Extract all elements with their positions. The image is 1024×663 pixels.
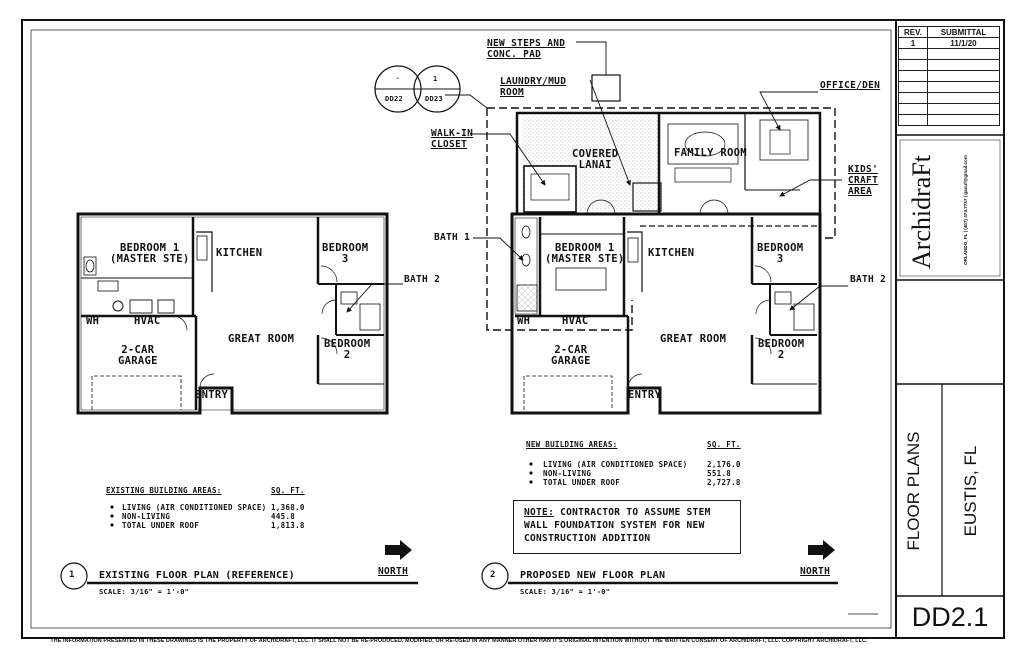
copyright-footer: THE INFORMATION PRESENTED IN THESE DRAWI… <box>50 638 868 644</box>
rev-header: REV. <box>898 26 928 38</box>
existing-plan-scale: SCALE: 3/16" = 1'-0" <box>99 588 190 596</box>
proposed-lanai-label: COVERED LANAI <box>572 148 619 171</box>
existing-areas-unit: SQ. FT. <box>271 486 305 495</box>
proposed-family-room-label: FAMILY ROOM <box>674 147 747 159</box>
proposed-bedroom1-label: BEDROOM 1 (MASTER STE) <box>545 242 625 265</box>
plan-title-bars <box>60 562 878 615</box>
contractor-note-box: NOTE: CONTRACTOR TO ASSUME STEM WALL FOU… <box>513 500 741 554</box>
existing-area-row-value: 1,813.8 <box>271 521 305 530</box>
north-arrow-2-icon <box>808 540 835 560</box>
outer-border <box>21 19 1005 639</box>
callout-walkin: WALK-IN CLOSET <box>431 128 474 150</box>
existing-areas-title: EXISTING BUILDING AREAS: <box>106 486 222 495</box>
existing-area-row-label: LIVING (AIR CONDITIONED SPACE) <box>122 503 267 512</box>
proposed-floor-plan <box>486 74 836 415</box>
existing-bedroom3-label: BEDROOM 3 <box>322 242 369 265</box>
detail-ref-2-bottom: DD23 <box>425 95 444 103</box>
existing-great-room-label: GREAT ROOM <box>228 333 295 345</box>
proposed-plan-title: PROPOSED NEW FLOOR PLAN <box>520 570 666 581</box>
firm-logo: ArchidraFt <box>907 154 936 270</box>
proposed-areas-unit: SQ. FT. <box>707 440 741 449</box>
existing-area-row-label: TOTAL UNDER ROOF <box>122 521 200 530</box>
sheet-location: EUSTIS, FL <box>961 445 980 537</box>
existing-plan-number: 1 <box>69 570 75 580</box>
proposed-area-row-value: 551.8 <box>707 469 732 478</box>
proposed-wh-label: WH <box>517 315 531 327</box>
rev-number: 1 <box>898 37 928 49</box>
proposed-north-label: NORTH <box>800 566 831 577</box>
rev-date: 11/1/20 <box>927 37 1000 49</box>
callout-kids-craft: KIDS' CRAFT AREA <box>848 164 879 197</box>
existing-bath2-label: BATH 2 <box>404 274 441 285</box>
proposed-garage-label: 2-CAR GARAGE <box>551 344 591 367</box>
inner-border <box>30 29 892 629</box>
detail-references <box>374 65 461 113</box>
existing-area-row-value: 445.8 <box>271 512 296 521</box>
revision-table: REV. SUBMITTAL 1 11/1/20 <box>898 26 1000 126</box>
callout-leaders <box>346 41 848 313</box>
proposed-kitchen-label: KITCHEN <box>648 247 695 259</box>
proposed-bedroom3-label: BEDROOM 3 <box>757 242 804 265</box>
north-arrows <box>385 540 835 560</box>
existing-plan-title: EXISTING FLOOR PLAN (REFERENCE) <box>99 570 295 581</box>
proposed-area-row-label: LIVING (AIR CONDITIONED SPACE) <box>543 460 688 469</box>
area-bullets <box>110 462 533 527</box>
existing-entry-label: ENTRY <box>195 389 229 401</box>
existing-kitchen-label: KITCHEN <box>216 247 263 259</box>
proposed-entry-label: ENTRY <box>628 389 662 401</box>
proposed-hvac-label: HVAC <box>562 315 589 327</box>
callout-office: OFFICE/DEN <box>820 80 881 91</box>
firm-contact: ORLANDO, FL | (407) 474.7737 | gaouf@gma… <box>963 155 968 265</box>
existing-wh-label: WH <box>86 315 100 327</box>
submittal-header: SUBMITTAL <box>927 26 1000 38</box>
proposed-plan-number: 2 <box>490 570 496 580</box>
existing-area-row-value: 1,368.0 <box>271 503 305 512</box>
proposed-area-row-label: NON-LIVING <box>543 469 592 478</box>
detail-ref-1-top: · <box>395 75 401 83</box>
existing-area-row-label: NON-LIVING <box>122 512 171 521</box>
callout-bath2: BATH 2 <box>850 274 887 285</box>
sheet-title: FLOOR PLANS <box>904 431 923 551</box>
proposed-areas-title: NEW BUILDING AREAS: <box>526 440 618 449</box>
proposed-area-row-label: TOTAL UNDER ROOF <box>543 478 621 487</box>
existing-bedroom1-label: BEDROOM 1 (MASTER STE) <box>110 242 190 265</box>
north-arrow-1-icon <box>385 540 412 560</box>
proposed-plan-scale: SCALE: 3/16" = 1'-0" <box>520 588 611 596</box>
proposed-area-row-value: 2,176.0 <box>707 460 741 469</box>
callout-bath1: BATH 1 <box>434 232 471 243</box>
callout-new-steps: NEW STEPS AND CONC. PAD <box>487 38 566 60</box>
detail-ref-1-bottom: DD22 <box>385 95 404 103</box>
proposed-great-room-label: GREAT ROOM <box>660 333 727 345</box>
existing-garage-label: 2-CAR GARAGE <box>118 344 158 367</box>
existing-hvac-label: HVAC <box>134 315 161 327</box>
contractor-note-text: NOTE: CONTRACTOR TO ASSUME STEM WALL FOU… <box>524 507 711 544</box>
existing-north-label: NORTH <box>378 566 409 577</box>
detail-ref-2-top: 1 <box>433 75 438 83</box>
sheet-number: DD2.1 <box>911 602 989 632</box>
proposed-area-row-value: 2,727.8 <box>707 478 741 487</box>
proposed-bedroom2-label: BEDROOM 2 <box>758 338 805 361</box>
callout-laundry: LAUNDRY/MUD ROOM <box>500 76 567 98</box>
existing-bedroom2-label: BEDROOM 2 <box>324 338 371 361</box>
